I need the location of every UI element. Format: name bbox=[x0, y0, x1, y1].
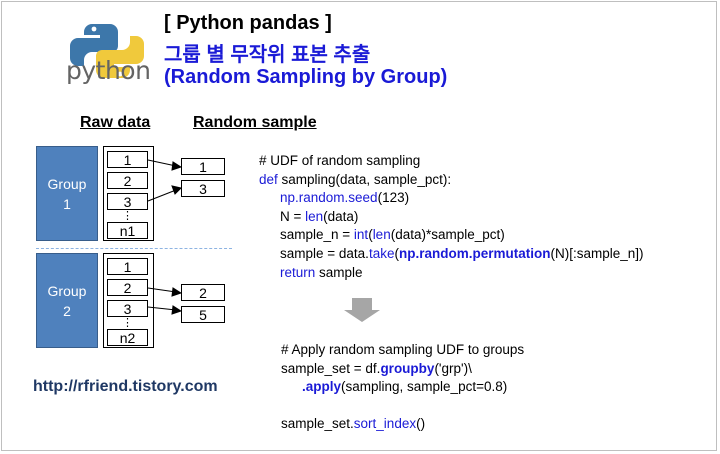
down-arrow-icon bbox=[344, 298, 380, 322]
code2-l3-pre: sample_set. bbox=[281, 416, 354, 432]
group-1-sample-2: 3 bbox=[181, 180, 225, 197]
group-2-row-2: 2 bbox=[107, 279, 148, 296]
code1-seed-arg: (123) bbox=[377, 190, 410, 206]
group-divider bbox=[36, 248, 232, 249]
group-2-number: 2 bbox=[63, 302, 71, 319]
group-1-row-1: 1 bbox=[107, 151, 148, 168]
code1-def-signature: sampling(data, sample_pct): bbox=[277, 171, 452, 187]
code1-def-keyword: def bbox=[259, 171, 278, 187]
group-2-sample-1: 2 bbox=[181, 284, 225, 301]
group-2-ellipsis: ⋮ bbox=[122, 317, 133, 329]
code1-sn-post: (data)*sample_pct) bbox=[390, 227, 505, 243]
group-2-block: Group 2 bbox=[36, 253, 98, 348]
python-logo-word: python bbox=[66, 56, 151, 85]
arrow-head-g1-row1 bbox=[171, 161, 183, 171]
code1-seed-fn: np.random.seed bbox=[280, 190, 378, 206]
title-line-1: [ Python pandas ] bbox=[164, 12, 332, 34]
arrow-head-g1-row3 bbox=[171, 185, 182, 195]
arrow-g1-row3 bbox=[147, 189, 177, 202]
group-2-sample-2: 5 bbox=[181, 306, 225, 323]
group-1-row-n1: n1 bbox=[107, 222, 148, 239]
source-url: http://rfriend.tistory.com bbox=[33, 378, 218, 395]
group-1-rows-container bbox=[103, 146, 154, 241]
code1-s-post: (N)[:sample_n]) bbox=[550, 245, 644, 261]
group-1-sample-1: 1 bbox=[181, 158, 225, 175]
random-sample-header: Random sample bbox=[193, 114, 317, 131]
group-2-row-1: 1 bbox=[107, 258, 148, 275]
code-block-apply: # Apply random sampling UDF to groups sam… bbox=[281, 341, 524, 434]
code2-comment: # Apply random sampling UDF to groups bbox=[281, 342, 525, 357]
code1-s-fn: take bbox=[368, 245, 395, 261]
group-2-label: Group bbox=[47, 282, 87, 299]
code1-return-value: sample bbox=[315, 264, 363, 280]
code1-s-pre: sample = data. bbox=[280, 245, 369, 261]
group-1-ellipsis: ⋮ bbox=[122, 210, 133, 222]
code2-l1-pre: sample_set = df. bbox=[281, 360, 381, 376]
code2-l2-post: (sampling, sample_pct=0.8) bbox=[341, 379, 508, 395]
code2-l3-post: () bbox=[416, 416, 426, 432]
arrow-g2-row3 bbox=[147, 306, 177, 311]
group-2-row-3: 3 bbox=[107, 300, 148, 317]
group-1-number: 1 bbox=[63, 195, 71, 212]
code1-comment: # UDF of random sampling bbox=[259, 153, 421, 168]
python-logo-icon bbox=[70, 24, 144, 78]
group-2-rows-container bbox=[103, 253, 154, 348]
code1-n-post: (data) bbox=[323, 208, 359, 224]
code2-l3-fn: sort_index bbox=[353, 416, 417, 432]
code1-sn-pre: sample_n = bbox=[280, 227, 354, 243]
arrow-g1-row1 bbox=[147, 159, 177, 167]
code1-sn-mid: ( bbox=[368, 227, 373, 243]
arrow-head-g2-row3 bbox=[171, 305, 183, 315]
group-1-row-3: 3 bbox=[107, 193, 148, 210]
code1-n-fn: len bbox=[305, 208, 324, 224]
code1-s-mid: ( bbox=[394, 245, 399, 261]
group-1-label: Group bbox=[47, 175, 87, 192]
title-line-2: 그룹 별 무작위 표본 추출 bbox=[164, 44, 371, 66]
code2-l1-fn: groupby bbox=[380, 360, 435, 376]
group-1-row-2: 2 bbox=[107, 172, 148, 189]
code-block-udf: # UDF of random sampling def sampling(dat… bbox=[259, 152, 644, 282]
code2-l1-post: ('grp')\ bbox=[434, 360, 472, 376]
code1-s-fn2: np.random.permutation bbox=[398, 245, 551, 261]
arrow-g2-row2 bbox=[147, 287, 177, 293]
title-line-3: (Random Sampling by Group) bbox=[164, 66, 448, 88]
code2-l2-fn: .apply bbox=[302, 379, 342, 395]
code1-sn-fn2: len bbox=[372, 227, 391, 243]
code1-return-keyword: return bbox=[280, 264, 316, 280]
code1-sn-fn1: int bbox=[353, 227, 369, 243]
code1-n-pre: N = bbox=[280, 208, 306, 224]
group-2-row-n2: n2 bbox=[107, 329, 148, 346]
group-1-block: Group 1 bbox=[36, 146, 98, 241]
raw-data-header: Raw data bbox=[80, 114, 151, 131]
arrow-head-g2-row2 bbox=[171, 287, 183, 297]
